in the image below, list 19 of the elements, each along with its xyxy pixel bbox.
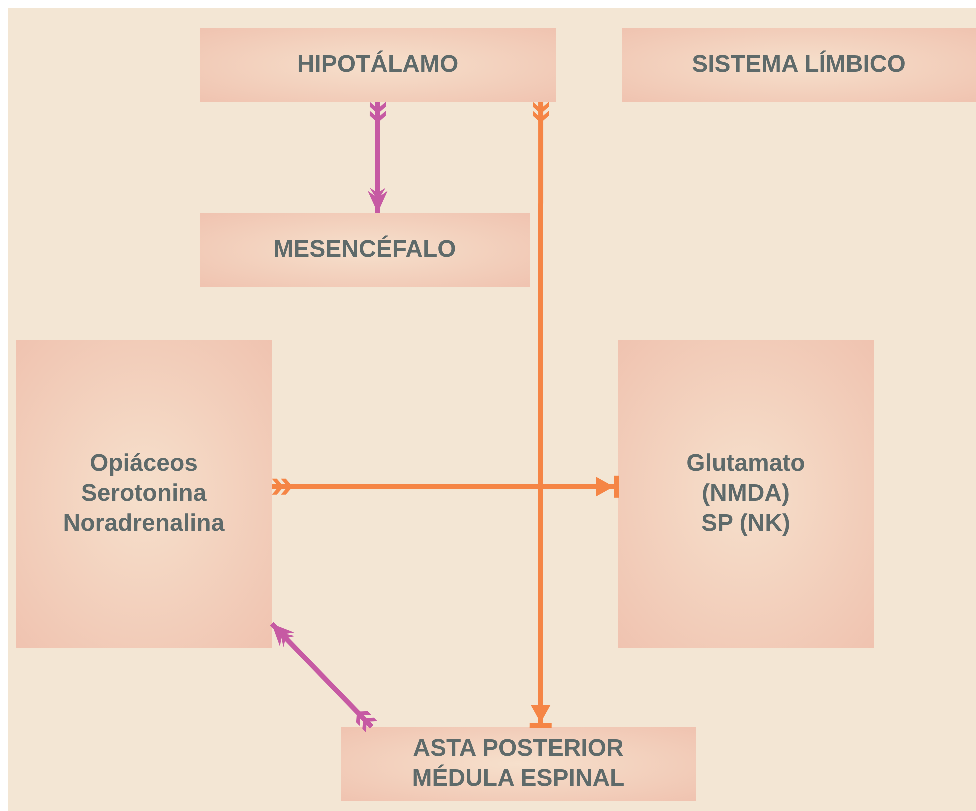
label-box (618, 340, 874, 648)
box-label: HIPOTÁLAMO (297, 50, 459, 80)
box-label: SP (NK) (702, 509, 790, 539)
box-label: Opiáceos (90, 449, 198, 479)
label-box (200, 213, 530, 287)
label-box (200, 28, 556, 102)
box-label: MÉDULA ESPINAL (412, 764, 625, 794)
box-label: Glutamato (686, 449, 806, 479)
label-box (622, 28, 976, 102)
box-label: ASTA POSTERIOR (413, 734, 624, 764)
arrow (272, 476, 619, 498)
box-label: (NMDA) (702, 479, 790, 509)
label-box (16, 340, 272, 648)
box-label: SISTEMA LÍMBICO (692, 50, 906, 80)
box-label: MESENCÉFALO (274, 235, 456, 265)
arrow (530, 102, 552, 728)
box-label: Serotonina (81, 479, 207, 509)
label-box (341, 727, 696, 801)
box-label: Noradrenalina (63, 509, 225, 539)
